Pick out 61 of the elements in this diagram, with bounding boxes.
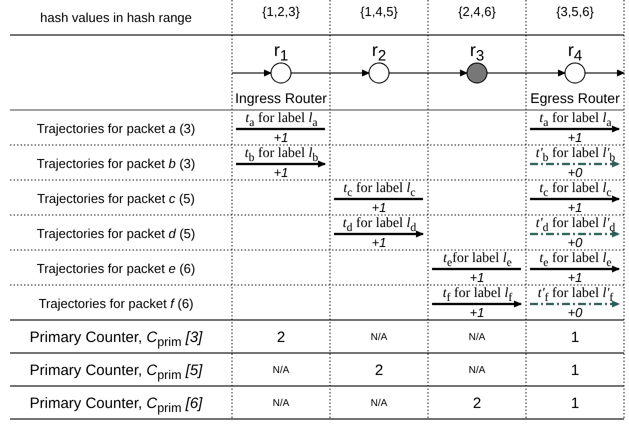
arrow: [290, 70, 370, 76]
router-label: r$_{1}$: [272, 40, 290, 65]
counter-value: 2: [472, 395, 482, 412]
counter-value: N/A: [370, 398, 388, 409]
counter-value: N/A: [468, 332, 486, 343]
counter-increment: +1: [566, 130, 584, 145]
hash-set-label: {2,4,6}: [457, 4, 497, 19]
trajectory-label: t$_{f}$ for label l$_{f}$: [442, 286, 514, 304]
trajectory-label: t$_{a}$ for label l$_{a}$: [244, 111, 319, 129]
router-label: r$_{3}$: [468, 40, 486, 65]
counter-value: 2: [374, 362, 384, 379]
trajectory-label: t$_{d}$ for label l$_{d}$: [342, 216, 418, 234]
hash-set-label: {1,2,3}: [261, 4, 301, 19]
counter-value: N/A: [370, 332, 388, 343]
counter-increment: +1: [370, 235, 388, 250]
counter-increment: +0: [566, 305, 584, 320]
counter-increment: +1: [468, 270, 486, 285]
counter-increment: +1: [468, 305, 486, 320]
counter-increment: +1: [370, 200, 388, 215]
row-label: Trajectories for packet d (5): [36, 226, 196, 241]
counter-increment: +1: [566, 270, 584, 285]
row-label: Primary Counter, C$_{prim}$ [5]: [28, 362, 204, 382]
counter-value: 1: [570, 362, 580, 379]
column-header: hash values in hash range: [39, 10, 193, 25]
row-label: Trajectories for packet b (3): [36, 156, 196, 171]
row-label: Primary Counter, C$_{prim}$ [6]: [28, 395, 204, 415]
arrow: [584, 70, 625, 76]
arrow: [388, 70, 468, 76]
hash-set-label: {1,4,5}: [359, 4, 399, 19]
row-label: Trajectories for packet a (3): [36, 121, 196, 136]
router-caption: Egress Router: [529, 90, 621, 106]
counter-increment: +1: [272, 165, 290, 180]
trajectory-label: t$_{c}$ for label l$_{c}$: [342, 181, 417, 199]
counter-increment: +0: [566, 235, 584, 250]
counter-value: 1: [570, 329, 580, 346]
hash-set-label: {3,5,6}: [555, 4, 595, 19]
counter-increment: +1: [566, 200, 584, 215]
trajectory-label: t$_{e}$ for label l$_{e}$: [538, 251, 613, 269]
trajectory-label: t$_{a}$ for label l$_{a}$: [538, 111, 613, 129]
counter-value: 1: [570, 395, 580, 412]
router-label: r$_{2}$: [370, 40, 388, 65]
trajectory-label: t$_{b}$ for label l$_{b}$: [244, 146, 320, 164]
arrow: [486, 70, 566, 76]
router-caption: Ingress Router: [234, 90, 328, 106]
arrow: [232, 70, 272, 76]
row-label: Primary Counter, C$_{prim}$ [3]: [28, 329, 204, 349]
counter-value: N/A: [272, 365, 290, 376]
router-label: r$_{4}$: [566, 40, 584, 65]
counter-value: N/A: [272, 398, 290, 409]
trajectory-label: t'$_{d}$ for label l'$_{d}$: [534, 216, 616, 234]
counter-increment: +0: [566, 165, 584, 180]
trajectory-label: t'$_{b}$ for label l'$_{b}$: [534, 146, 616, 164]
counter-value: N/A: [468, 365, 486, 376]
row-label: Trajectories for packet c (5): [36, 191, 196, 206]
trajectory-label: t'$_{f}$ for label l'$_{f}$: [536, 286, 614, 304]
trajectory-label: t$_{c}$ for label l$_{c}$: [538, 181, 613, 199]
counter-increment: +1: [272, 130, 290, 145]
counter-value: 2: [276, 329, 286, 346]
row-label: Trajectories for packet f (6): [38, 296, 194, 311]
trajectory-label: t$_{e}$for label l$_{e}$: [442, 251, 513, 269]
row-label: Trajectories for packet e (6): [36, 261, 196, 276]
